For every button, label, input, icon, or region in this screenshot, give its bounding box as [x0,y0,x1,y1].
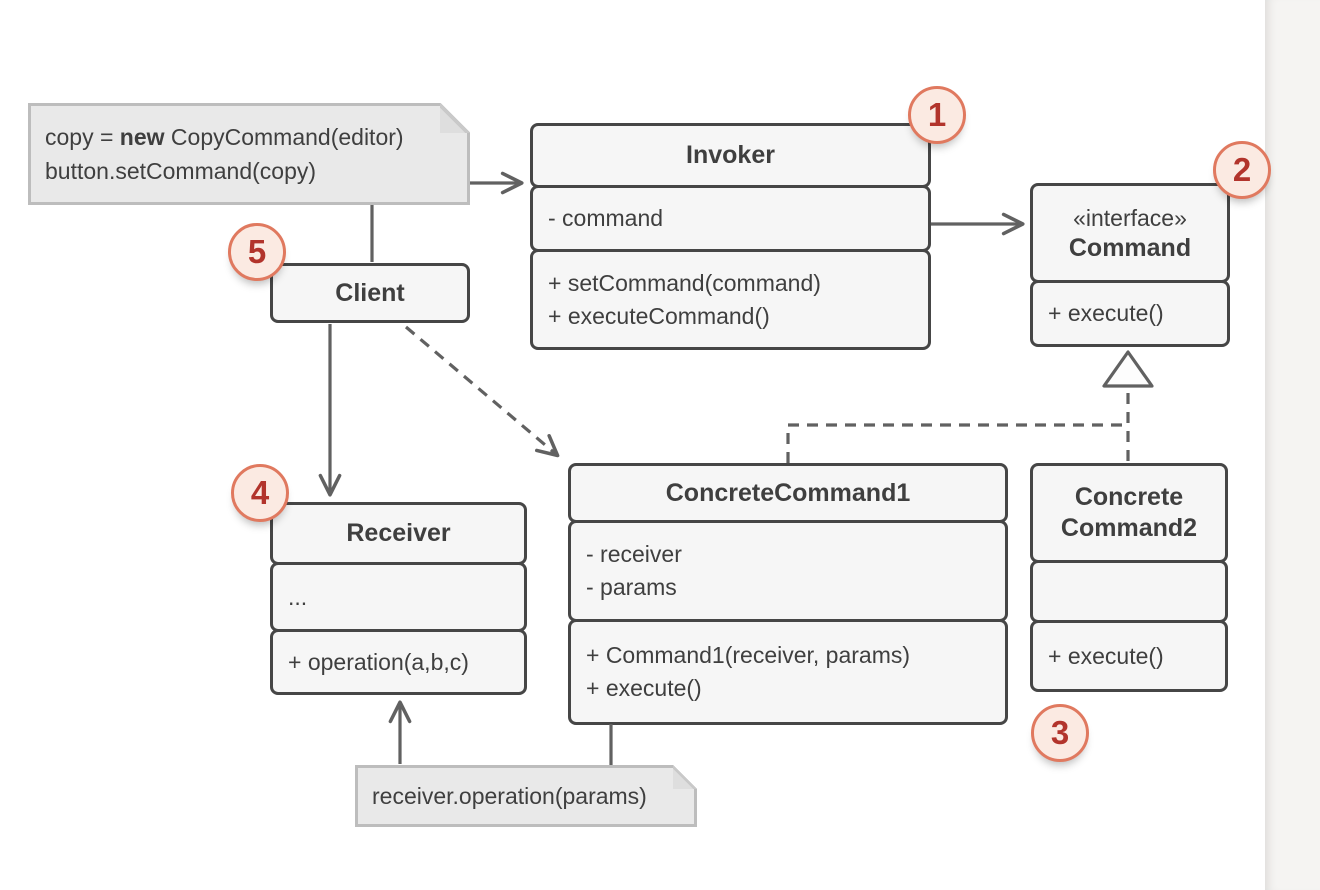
class-methods: + operation(a,b,c) [270,629,527,695]
uml-class-concrete-command2: Concrete Command2 + execute() [1030,463,1228,692]
badge-3: 3 [1031,704,1089,762]
badge-2: 2 [1213,141,1271,199]
badge-1: 1 [908,86,966,144]
inheritance-triangle-icon [1102,350,1154,388]
note-line: receiver.operation(params) [372,783,647,809]
class-title: Receiver [270,502,527,565]
class-title: Invoker [530,123,931,188]
note-creation-code: copy = new CopyCommand(editor) button.se… [28,103,470,205]
note-line: button.setCommand(copy) [45,158,317,184]
badge-5: 5 [228,223,286,281]
note-execution-code: receiver.operation(params) [355,765,697,827]
note-fold-corner-icon [440,103,470,133]
note-line: copy = new CopyCommand(editor) [45,124,404,150]
class-methods: + execute() [1030,280,1230,347]
note-fold-corner-icon [673,765,697,789]
class-title: ConcreteCommand1 [568,463,1008,523]
badge-4: 4 [231,464,289,522]
class-attributes: - receiver - params [568,520,1008,622]
uml-class-concrete-command1: ConcreteCommand1 - receiver - params + C… [568,463,1008,725]
class-attributes [1030,560,1228,623]
page-edge-strip [1265,0,1320,890]
uml-class-client: Client [270,263,470,323]
uml-class-receiver: Receiver ... + operation(a,b,c) [270,502,527,695]
class-methods: + setCommand(command) + executeCommand() [530,249,931,350]
class-attributes: - command [530,185,931,252]
class-methods: + Command1(receiver, params) + execute() [568,619,1008,725]
realization-concretecommand1 [786,423,1128,463]
class-attributes: ... [270,562,527,632]
class-title: Client [270,263,470,323]
class-title: «interface» Command [1030,183,1230,283]
class-title: Concrete Command2 [1030,463,1228,563]
uml-interface-command: «interface» Command + execute() [1030,183,1230,347]
uml-class-invoker: Invoker - command + setCommand(command) … [530,123,931,350]
class-methods: + execute() [1030,620,1228,692]
